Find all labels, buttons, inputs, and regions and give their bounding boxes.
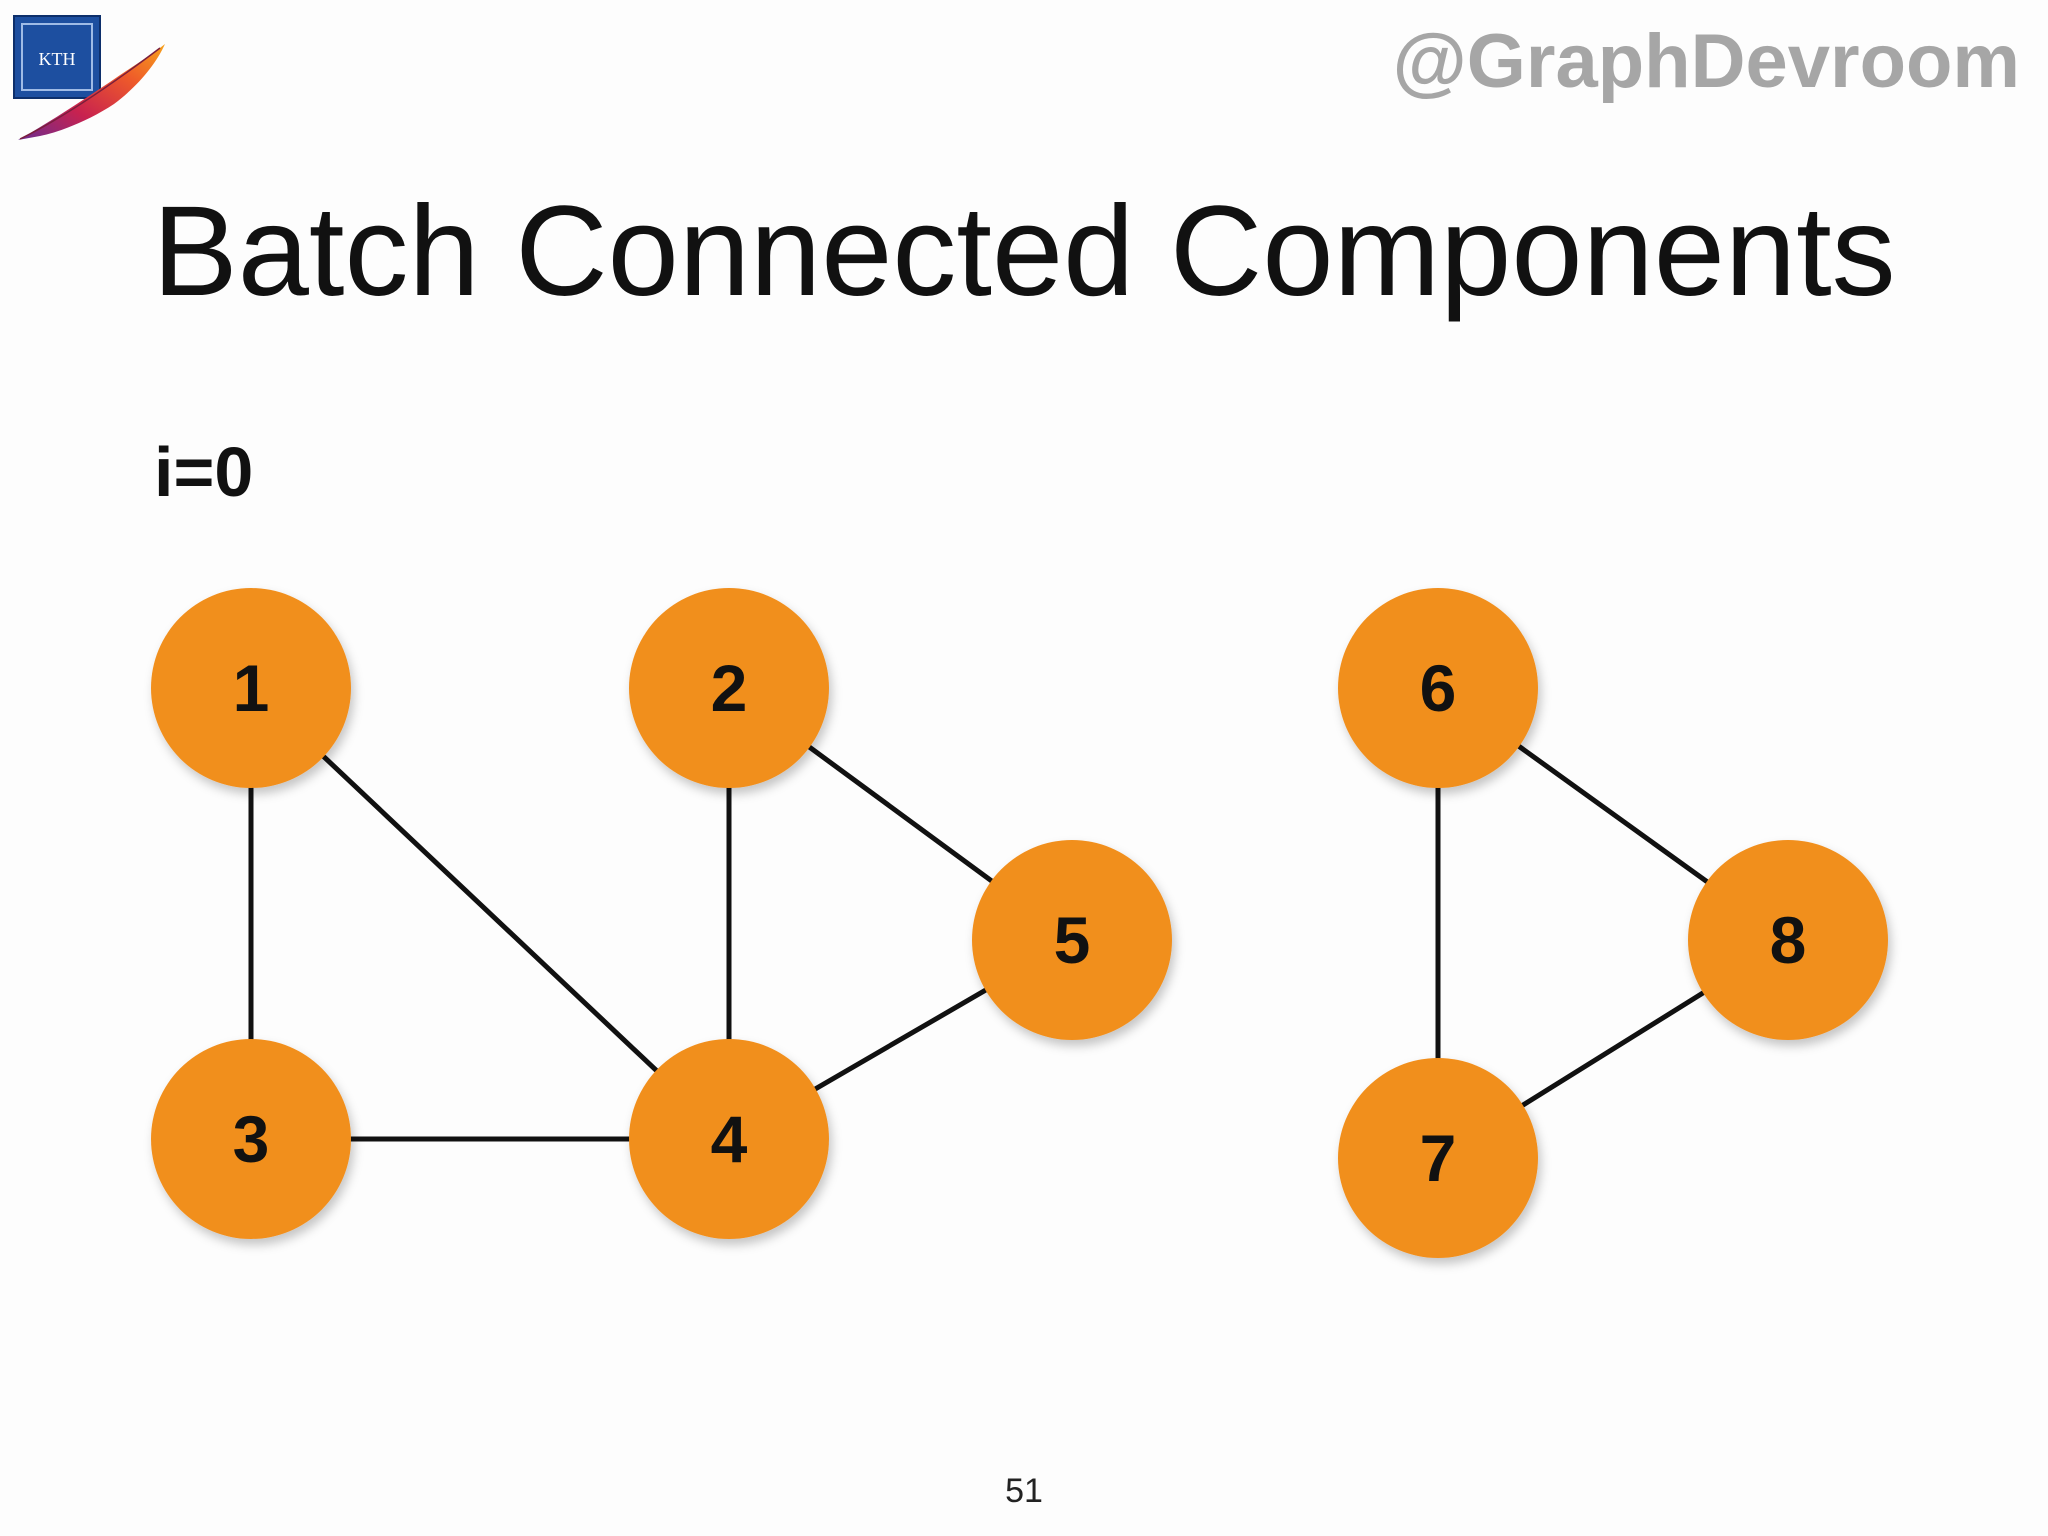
node-7: 7 <box>1338 1058 1538 1258</box>
svg-text:KTH: KTH <box>39 49 76 69</box>
node-label-1: 1 <box>233 651 270 725</box>
node-circle-6 <box>1338 588 1538 788</box>
iteration-label: i=0 <box>154 433 254 511</box>
node-label-2: 2 <box>711 651 748 725</box>
node-circle-4 <box>629 1039 829 1239</box>
slide-title: Batch Connected Components <box>152 180 1896 323</box>
node-label-3: 3 <box>233 1102 270 1176</box>
node-label-4: 4 <box>711 1102 748 1176</box>
node-label-5: 5 <box>1054 903 1091 977</box>
node-1: 1 <box>151 588 351 788</box>
node-2: 2 <box>629 588 829 788</box>
node-circle-2 <box>629 588 829 788</box>
node-6: 6 <box>1338 588 1538 788</box>
node-5: 5 <box>972 840 1172 1040</box>
node-4: 4 <box>629 1039 829 1239</box>
edge-1-4 <box>249 686 731 1141</box>
node-circle-3 <box>151 1039 351 1239</box>
node-circle-7 <box>1338 1058 1538 1258</box>
twitter-handle: @GraphDevroom <box>1392 19 2020 104</box>
page-number: 51 <box>1005 1472 1043 1510</box>
node-label-6: 6 <box>1420 651 1457 725</box>
node-circle-5 <box>972 840 1172 1040</box>
node-circle-1 <box>151 588 351 788</box>
node-8: 8 <box>1688 840 1888 1040</box>
node-circle-8 <box>1688 840 1888 1040</box>
graph-nodes: 1 2 3 4 5 6 7 8 <box>151 588 1888 1258</box>
node-label-7: 7 <box>1420 1121 1457 1195</box>
node-3: 3 <box>151 1039 351 1239</box>
kth-logo-icon: KTH <box>13 15 165 140</box>
node-label-8: 8 <box>1770 903 1807 977</box>
